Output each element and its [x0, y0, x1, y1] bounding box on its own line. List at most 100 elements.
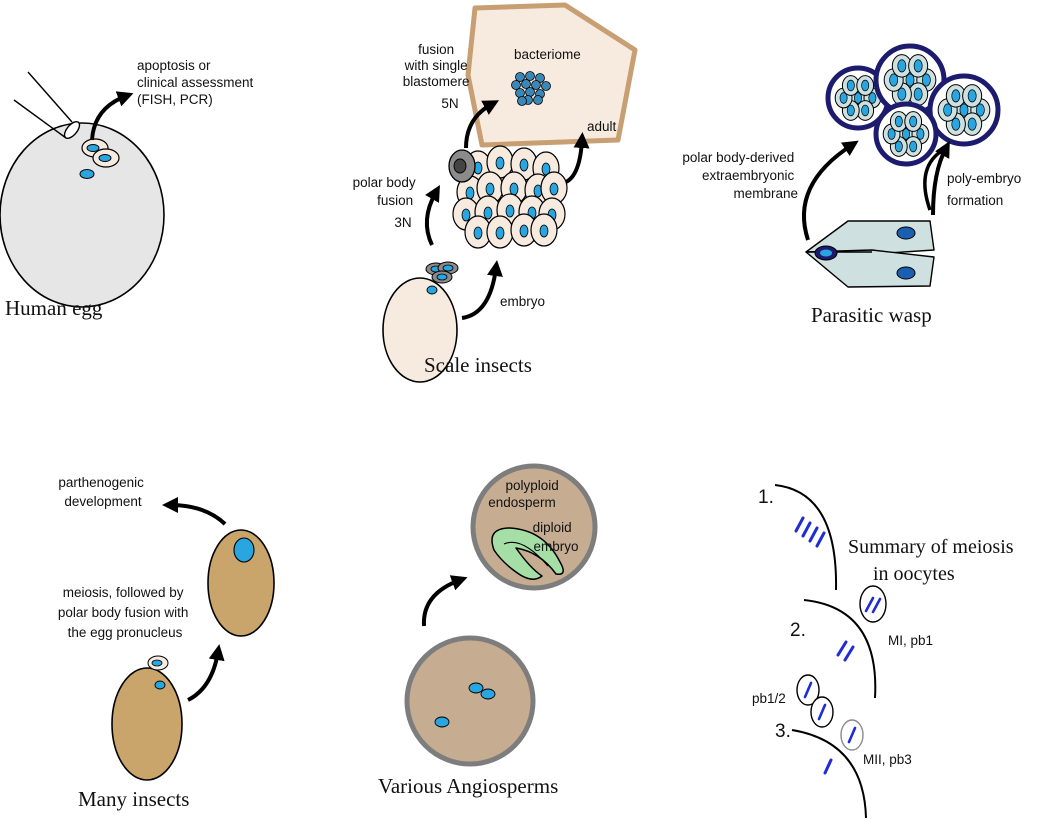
arrow-to-seed — [421, 575, 468, 627]
oocyte-edge-1 — [774, 484, 838, 591]
bacterium — [515, 72, 525, 82]
ovule-nucleus — [434, 716, 450, 728]
step-2: 2. — [790, 620, 806, 641]
arrow-to-assessment — [90, 91, 134, 141]
panel-scale-insects: bacteriome fusion with single blastomere… — [353, 2, 638, 383]
embryo-label: embryo — [500, 294, 545, 309]
label-line: embryo — [533, 539, 578, 554]
step-3: 3. — [775, 721, 791, 742]
embryo-cell — [486, 145, 514, 179]
polar-fusion-label: polar body fusion 3N — [353, 175, 420, 230]
embryo-cell — [962, 84, 983, 108]
embryo-cell — [908, 54, 929, 78]
embryo-cluster — [873, 101, 939, 167]
note-line: apoptosis or — [137, 58, 211, 73]
arrow-to-poly — [931, 140, 950, 216]
egg-nucleus — [426, 285, 438, 295]
fused-pronucleus — [233, 537, 255, 563]
embryo-cell — [856, 100, 875, 121]
oocyte-edge-2 — [803, 599, 877, 699]
label-line: polar body-derived — [682, 150, 794, 165]
label-line: development — [64, 494, 142, 509]
embryo-cell — [945, 84, 966, 108]
pipette — [13, 71, 81, 140]
developing-egg — [207, 529, 275, 637]
endosperm-label: polyploid endosperm — [488, 478, 562, 510]
wasp-egg-embryo — [805, 220, 935, 288]
embryo-nucleus — [896, 266, 916, 280]
arrow-polar-fusion — [424, 185, 440, 246]
title-line: in oocytes — [873, 563, 955, 585]
embryo-cluster — [873, 43, 947, 117]
label-line: poly-embryo — [947, 171, 1021, 186]
oocyte-edge-3 — [791, 729, 867, 819]
arrow-to-developing-egg — [187, 644, 225, 702]
panel-angiosperms: polyploid endosperm diploid embryo Vario… — [378, 463, 598, 798]
embryo-cluster — [927, 73, 1001, 147]
label-line: fusion — [418, 42, 454, 57]
embryo-cell — [841, 75, 860, 96]
embryo-cell — [530, 213, 558, 247]
mii-label: MII, pb3 — [863, 752, 912, 767]
arrow-to-parthenogenic — [162, 497, 227, 526]
membrane-label: polar body-derived extraembryonic membra… — [682, 150, 798, 201]
label-line: parthenogenic — [58, 475, 144, 490]
caption-angiosperms: Various Angiosperms — [378, 774, 558, 798]
label-line: with single — [404, 58, 468, 73]
caption-scale-insects: Scale insects — [424, 353, 532, 377]
ovule-nucleus — [468, 682, 484, 694]
scale-insect-egg — [382, 277, 458, 383]
label-line: 5N — [441, 96, 458, 111]
embryo-cell — [908, 82, 929, 106]
caption-many-insects: Many insects — [78, 787, 189, 811]
embryo-cell — [904, 111, 923, 132]
chromosome-step3 — [823, 758, 833, 775]
fusion-single-label: fusion with single blastomere 5N — [403, 42, 474, 111]
label-line: polyploid — [505, 478, 558, 493]
label-line: endosperm — [488, 495, 556, 510]
arrow-to-embryo — [461, 260, 503, 320]
caption-parasitic-wasp: Parasitic wasp — [811, 303, 932, 327]
panel-parasitic-wasp: polar body-derived extraembryonic membra… — [682, 43, 1025, 327]
arrow-to-cluster — [923, 150, 942, 211]
note-line: clinical assessment — [137, 75, 254, 90]
label-line: the egg pronucleus — [68, 625, 183, 640]
bacterium — [525, 71, 535, 81]
meiosis-fusion-label: meiosis, followed by polar body fusion w… — [58, 585, 192, 640]
egg-nucleus — [154, 680, 166, 690]
bacterium — [515, 88, 525, 98]
bacteriome-shape — [465, 2, 638, 148]
human-egg-cell — [0, 122, 165, 308]
bacterium — [533, 95, 543, 105]
embryo-nucleus — [896, 226, 916, 240]
label-line: diploid — [533, 520, 572, 535]
ovule — [404, 635, 536, 767]
mi-label: MI, pb1 — [888, 633, 933, 648]
ovule-nucleus — [480, 688, 496, 700]
embryo-cell — [486, 215, 514, 249]
note-line: (FISH, PCR) — [137, 92, 213, 107]
bacteriome-label: bacteriome — [514, 47, 581, 62]
poly-embryo-clusters — [825, 43, 1001, 167]
title-line: Summary of meiosis — [848, 536, 1014, 558]
meiosis-title: Summary of meiosis in oocytes — [848, 536, 1018, 585]
bacteria-cluster — [511, 71, 551, 106]
label-line: 3N — [394, 215, 411, 230]
polar-body-1 — [859, 585, 887, 623]
arrow-to-adult — [564, 132, 590, 184]
embryo-cell — [856, 75, 875, 96]
label-line: polar body fusion with — [58, 605, 189, 620]
egg-nucleus — [79, 169, 95, 179]
label-line: fusion — [377, 193, 413, 208]
step-1: 1. — [758, 487, 774, 508]
poly-label: poly-embryo formation — [947, 171, 1025, 208]
bacterium — [521, 79, 531, 89]
embryo-label: diploid embryo — [533, 520, 579, 554]
arrow-to-bacteriome — [464, 100, 500, 149]
embryo-cluster — [825, 65, 891, 131]
insect-egg — [111, 667, 183, 781]
panel-many-insects: parthenogenic development meiosis, follo… — [58, 475, 275, 811]
label-line: membrane — [733, 186, 798, 201]
chromosomes-step2 — [836, 640, 855, 662]
